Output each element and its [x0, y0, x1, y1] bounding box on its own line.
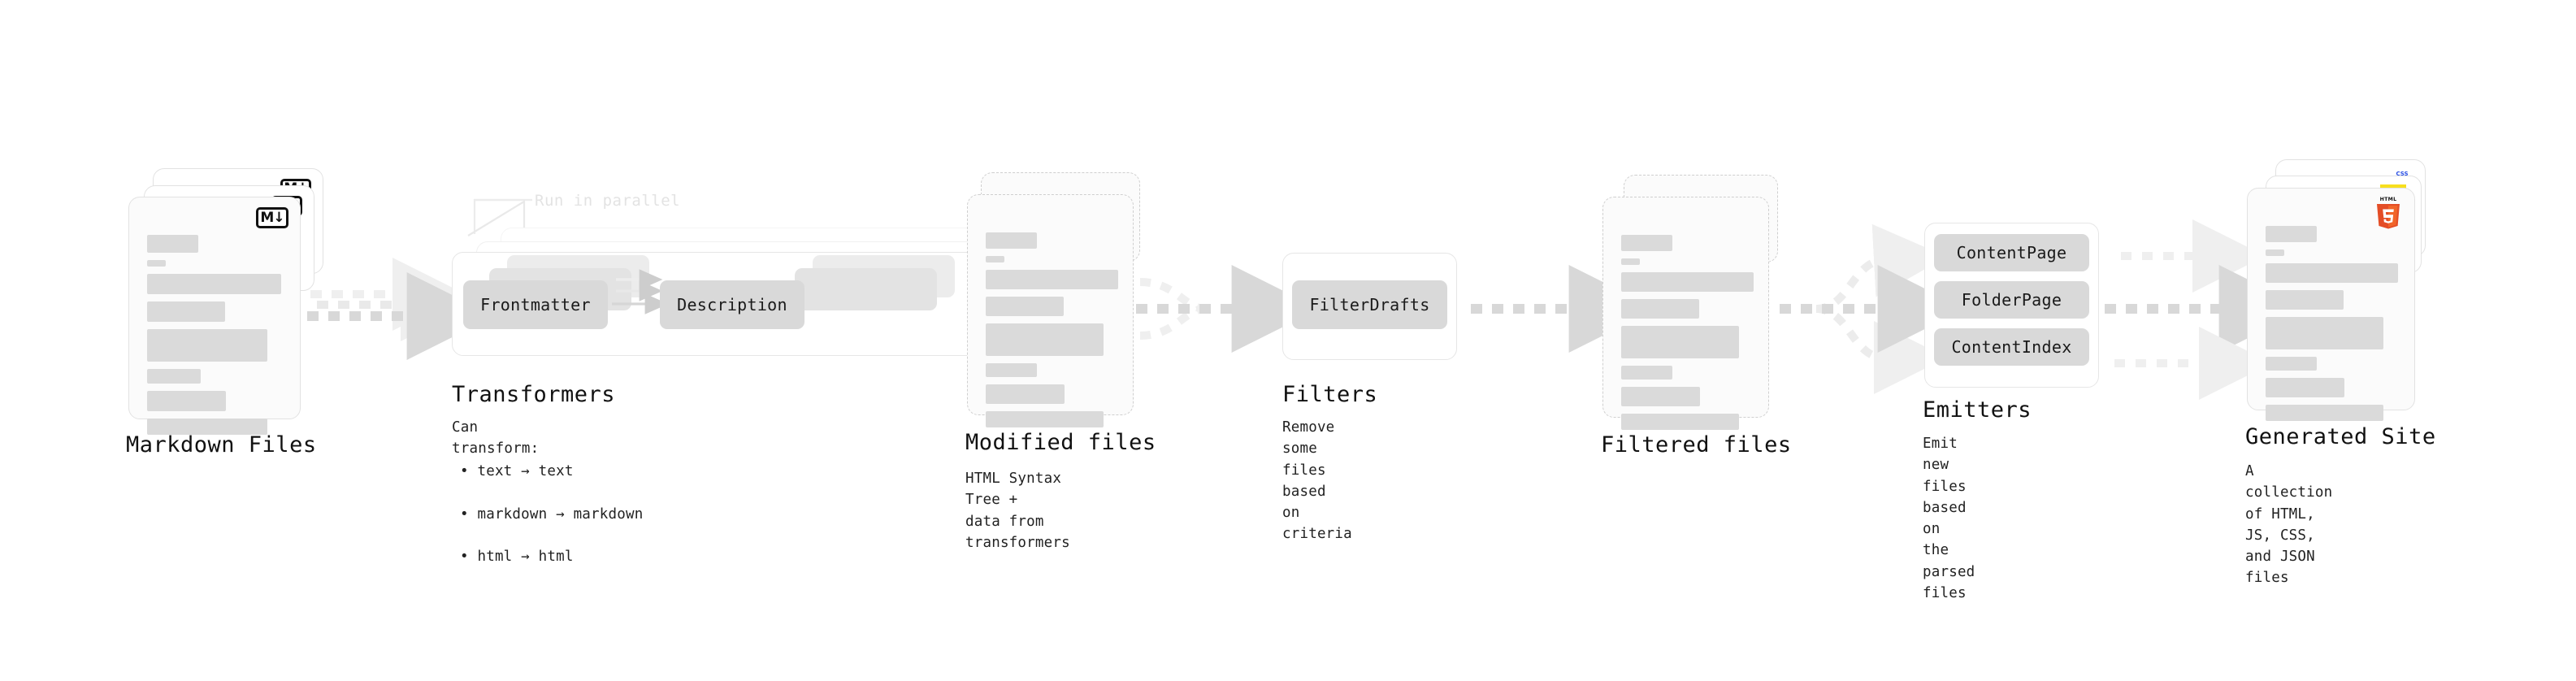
placeholder-bars — [1621, 235, 1754, 437]
markdown-icon: M↓ — [256, 207, 288, 228]
transformers-bullet-list: • text → text • markdown → markdown • ht… — [460, 440, 643, 589]
list-item: • html → html — [460, 549, 574, 566]
stage-title-transformers: Transformers — [452, 382, 616, 407]
stage-title-emitters: Emitters — [1923, 397, 2032, 423]
filtered-card-front[interactable] — [1602, 197, 1769, 430]
stage-title-modified-files: Modified files — [965, 430, 1156, 455]
generated-site-desc: A collection of HTML, JS, CSS, and JSON … — [2245, 463, 2333, 587]
markdown-card-front[interactable]: M↓ — [128, 197, 301, 435]
filters-desc: Remove some files based on criteria — [1282, 419, 1352, 543]
placeholder-bars — [986, 232, 1118, 435]
html5-icon: HTML — [2374, 195, 2403, 229]
generated-card-front[interactable]: HTML — [2247, 188, 2415, 421]
connector-filtered-to-emitters — [1780, 223, 1966, 394]
emitter-chip-contentindex[interactable]: ContentIndex — [1934, 328, 2089, 366]
list-item: • text → text — [460, 463, 574, 480]
connector-modified-to-filters — [1136, 265, 1320, 353]
stage-title-filtered-files: Filtered files — [1601, 432, 1792, 458]
emitter-chip-contentpage[interactable]: ContentPage — [1934, 234, 2089, 271]
modified-card-front[interactable] — [967, 194, 1134, 427]
filter-chip-filterdrafts[interactable]: FilterDrafts — [1292, 280, 1447, 329]
transformer-chip-frontmatter[interactable]: Frontmatter — [463, 280, 608, 329]
list-item: • markdown → markdown — [460, 505, 644, 523]
stage-title-markdown-files: Markdown Files — [126, 432, 317, 458]
placeholder-bars — [2266, 226, 2400, 428]
emitters-desc: Emit new files based on the parsed files — [1923, 436, 1975, 601]
run-in-parallel-label: Run in parallel — [535, 192, 681, 210]
connector-emitters-to-generated — [2105, 219, 2307, 400]
svg-text:CSS: CSS — [2396, 171, 2408, 177]
modified-files-desc: HTML Syntax Tree + data from transformer… — [965, 471, 1070, 551]
stage-title-filters: Filters — [1282, 382, 1378, 407]
transformer-chip-ghost-d — [795, 268, 937, 310]
transformers-desc: Can transform: — [452, 419, 540, 458]
svg-text:HTML: HTML — [2380, 197, 2397, 202]
stage-title-generated-site: Generated Site — [2245, 424, 2436, 449]
connector-markdown-to-transformers — [307, 258, 495, 360]
placeholder-bars — [147, 235, 285, 442]
transformer-chip-description[interactable]: Description — [660, 280, 804, 329]
emitter-chip-folderpage[interactable]: FolderPage — [1934, 281, 2089, 319]
